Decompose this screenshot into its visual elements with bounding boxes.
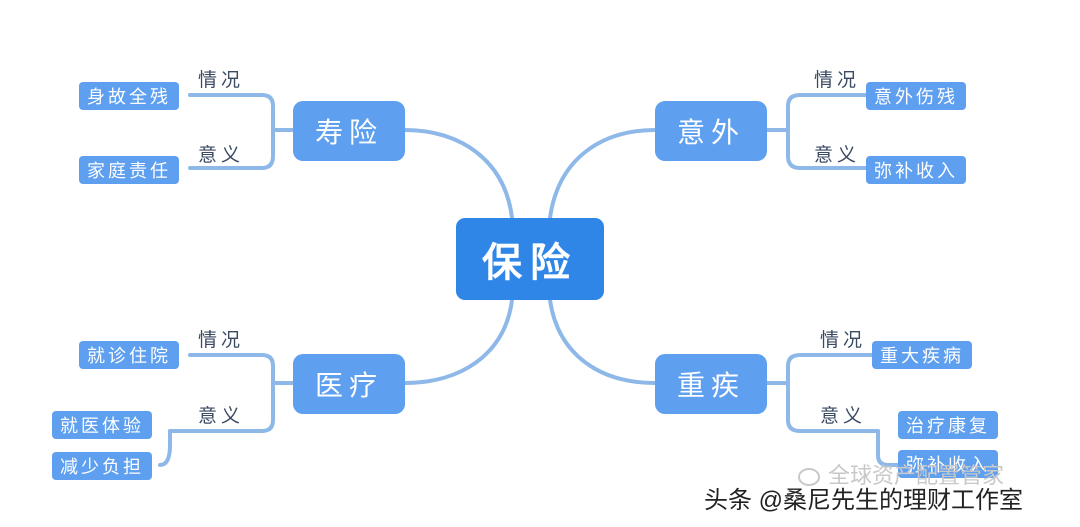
branch-node-yiliao: 医疗 — [293, 354, 405, 414]
leaf-node: 身故全残 — [79, 82, 179, 110]
leaf-node: 意外伤残 — [866, 82, 966, 110]
tag-yiyi: 意义 — [198, 405, 245, 427]
tag-yiyi: 意义 — [198, 144, 245, 166]
branch-node-shouxian: 寿险 — [293, 101, 405, 161]
watermark-text: 全球资产配置管家 — [828, 464, 1005, 489]
footer-credit: 头条 @桑尼先生的理财工作室 — [704, 487, 1024, 514]
wechat-icon — [798, 468, 820, 486]
tag-yiyi: 意义 — [820, 405, 867, 427]
watermark: 全球资产配置管家 — [798, 458, 1004, 490]
tag-qingkuang: 情况 — [198, 329, 245, 351]
leaf-node: 重大疾病 — [872, 341, 972, 369]
leaf-node: 弥补收入 — [866, 156, 966, 184]
branch-node-yiwai: 意外 — [655, 101, 767, 161]
leaf-node: 就医体验 — [52, 411, 152, 439]
tag-qingkuang: 情况 — [814, 69, 861, 91]
leaf-node: 治疗康复 — [898, 411, 998, 439]
tag-qingkuang: 情况 — [820, 329, 867, 351]
branch-node-zhongji: 重疾 — [655, 354, 767, 414]
center-node-baoxian: 保险 — [456, 218, 604, 300]
leaf-node: 就诊住院 — [79, 341, 179, 369]
tag-qingkuang: 情况 — [198, 69, 245, 91]
leaf-node: 减少负担 — [52, 452, 152, 480]
leaf-node: 弥补收入 — [898, 450, 998, 478]
leaf-node: 家庭责任 — [79, 156, 179, 184]
tag-yiyi: 意义 — [814, 144, 861, 166]
